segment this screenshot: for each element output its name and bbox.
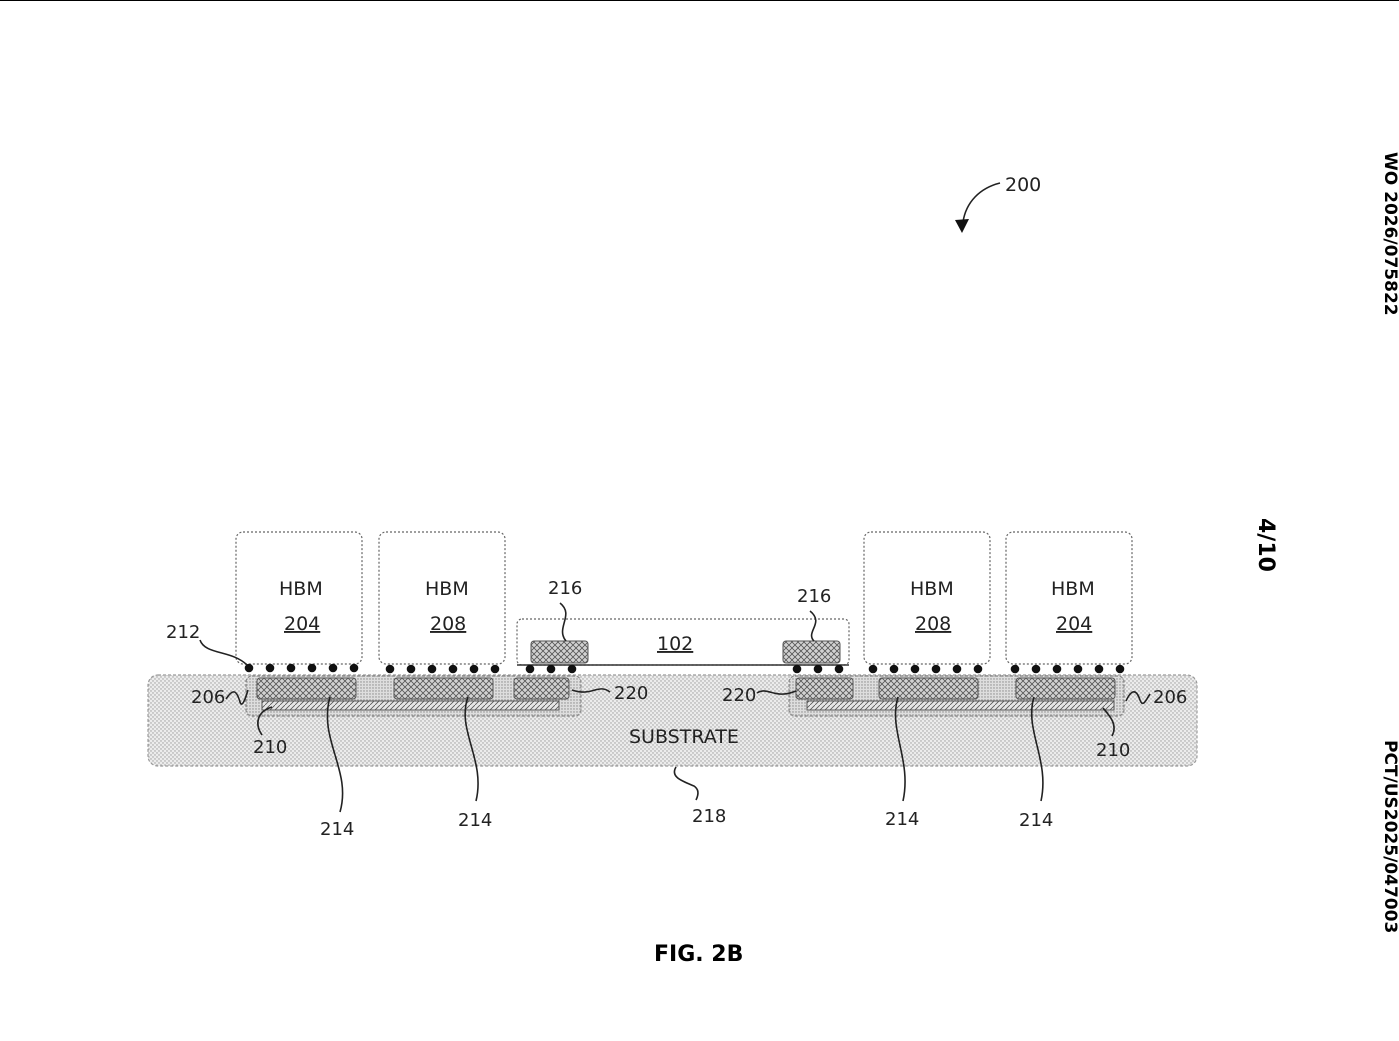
- solder-bump: [349, 663, 359, 673]
- hbm-module-1: HBM 204: [235, 531, 363, 665]
- callout-214-3: 214: [885, 809, 919, 830]
- callout-206-right: 206: [1153, 687, 1187, 708]
- solder-bump: [406, 664, 416, 674]
- leader-218: [673, 766, 699, 801]
- hbm-module-3-name: HBM: [910, 578, 954, 600]
- solder-bump: [910, 664, 920, 674]
- solder-bump: [525, 664, 535, 674]
- solder-bump: [834, 664, 844, 674]
- callout-210-right: 210: [1096, 740, 1130, 761]
- solder-bump: [427, 664, 437, 674]
- callout-206-left: 206: [191, 687, 225, 708]
- callout-218: 218: [692, 806, 726, 827]
- leader-214-4: [1030, 696, 1044, 802]
- callout-220-right: 220: [722, 685, 756, 706]
- leader-206-right: [1125, 691, 1151, 705]
- callout-212: 212: [166, 622, 200, 643]
- hbm-module-4: HBM 204: [1005, 531, 1133, 665]
- leader-216-left: [559, 602, 567, 642]
- solder-bump: [244, 663, 254, 673]
- bridge-pad-216-left: [530, 640, 589, 664]
- leader-206-left: [225, 689, 249, 705]
- leader-214-2: [464, 696, 479, 802]
- hbm-module-2-ref: 208: [430, 613, 466, 635]
- solder-bump: [1094, 664, 1104, 674]
- top-border-line: [0, 0, 1399, 1]
- leader-216-right: [809, 610, 817, 642]
- figure-caption: FIG. 2B: [654, 942, 743, 967]
- layer-210-left: [261, 700, 560, 711]
- callout-210-left: 210: [253, 737, 287, 758]
- leader-220-right: [756, 690, 797, 695]
- solder-bump: [490, 664, 500, 674]
- leader-214-1: [326, 696, 344, 813]
- pad-220-right: [795, 677, 854, 700]
- callout-216-right: 216: [797, 586, 831, 607]
- solder-bump: [973, 664, 983, 674]
- application-number: PCT/US2025/047003: [1380, 740, 1399, 933]
- solder-bump: [1010, 664, 1020, 674]
- hbm-module-3-ref: 208: [915, 613, 951, 635]
- die-ref-label: 102: [657, 633, 693, 655]
- hbm-module-2-name: HBM: [425, 578, 469, 600]
- solder-bump: [448, 664, 458, 674]
- leader-214-3: [894, 696, 906, 802]
- hbm-module-4-ref: 204: [1056, 613, 1092, 635]
- assembly-ref-arrow: [962, 182, 1001, 223]
- solder-bump: [286, 663, 296, 673]
- pad-214-c: [878, 677, 979, 700]
- hbm-module-3: HBM 208: [863, 531, 991, 665]
- leader-210-left: [257, 706, 273, 736]
- bridge-pad-216-right: [782, 640, 841, 664]
- pad-214-b: [393, 677, 494, 700]
- layer-210-right: [806, 700, 1115, 711]
- callout-214-1: 214: [320, 819, 354, 840]
- assembly-ref-label: 200: [1005, 174, 1041, 196]
- solder-bump: [265, 663, 275, 673]
- callout-220-left: 220: [614, 683, 648, 704]
- pad-220-left: [513, 677, 570, 700]
- solder-bump: [567, 664, 577, 674]
- solder-bump: [1031, 664, 1041, 674]
- callout-214-2: 214: [458, 810, 492, 831]
- hbm-module-1-ref: 204: [284, 613, 320, 635]
- solder-bump: [931, 664, 941, 674]
- solder-bump: [469, 664, 479, 674]
- leader-220-left: [571, 688, 611, 693]
- solder-bump: [952, 664, 962, 674]
- solder-bump: [328, 663, 338, 673]
- leader-212: [199, 639, 248, 666]
- solder-bump: [813, 664, 823, 674]
- leader-210-right: [1102, 707, 1115, 737]
- solder-bump: [1052, 664, 1062, 674]
- sheet-number: 4/10: [1253, 518, 1278, 572]
- hbm-module-1-name: HBM: [279, 578, 323, 600]
- solder-bump: [889, 664, 899, 674]
- substrate-label: SUBSTRATE: [629, 726, 739, 748]
- solder-bump: [307, 663, 317, 673]
- solder-bump: [792, 664, 802, 674]
- pad-214-a: [256, 677, 357, 700]
- solder-bump: [546, 664, 556, 674]
- hbm-module-2: HBM 208: [378, 531, 506, 665]
- hbm-module-4-name: HBM: [1051, 578, 1095, 600]
- publication-number: WO 2026/075822: [1380, 152, 1399, 316]
- solder-bump: [1073, 664, 1083, 674]
- die-102: [516, 618, 850, 666]
- pad-214-d: [1015, 677, 1116, 700]
- solder-bump: [385, 664, 395, 674]
- arrowhead-icon: [955, 219, 969, 233]
- callout-214-4: 214: [1019, 810, 1053, 831]
- solder-bump: [1115, 664, 1125, 674]
- callout-216-left: 216: [548, 578, 582, 599]
- solder-bump: [868, 664, 878, 674]
- solder-bumps-212: [244, 663, 1125, 674]
